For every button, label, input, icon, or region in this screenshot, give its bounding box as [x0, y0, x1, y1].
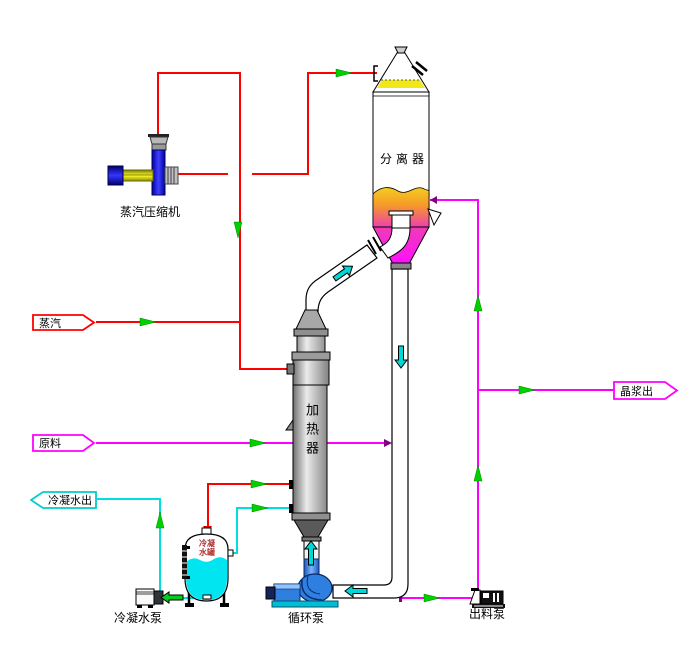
pipe-arrow-incline-icon [332, 265, 354, 282]
flow-arrow-tank-heater-red-icon [250, 479, 268, 489]
arrowhead-feed-entry-icon [384, 439, 392, 447]
stream-tag-feed-in: 原料 [32, 434, 96, 452]
feed-slurry-lines [96, 199, 614, 599]
flow-arrow-slurry-up2-icon [473, 464, 483, 482]
condensate-tank [182, 527, 234, 607]
flow-arrows [139, 68, 536, 603]
arrowhead-separator-return-icon [430, 196, 437, 204]
circulation-pump-label: 循环泵 [288, 611, 325, 625]
heater-vessel [285, 309, 331, 578]
vapor-riser-pipe [305, 236, 382, 313]
flow-arrow-steam-in-icon [139, 317, 157, 327]
heater-label: 加热器 [304, 403, 319, 460]
stream-tag-slurry-out: 晶浆出 [613, 381, 679, 400]
condensate-tank-label-line2: 水罐 [199, 548, 215, 557]
condensate-pump-label: 冷凝水泵 [114, 611, 163, 625]
stream-tag-condensate-out-label: 冷凝水出 [48, 495, 92, 507]
flow-arrow-steam-down-icon [233, 221, 243, 239]
condensate-tank-label: 冷凝 水罐 [194, 539, 220, 557]
flow-arrow-slurry-out-icon [518, 385, 536, 395]
flow-arrow-condensate-out-icon [155, 511, 165, 529]
separator-vessel [372, 46, 442, 270]
downcomer-pipe [332, 268, 409, 599]
stream-tag-condensate-out: 冷凝水出 [29, 491, 98, 509]
tee-tick [399, 594, 402, 602]
pipe-arrow-left-icon [344, 584, 368, 598]
pipe-arrow-tank-drain-icon [160, 591, 184, 604]
stream-tag-feed-in-label: 原料 [39, 438, 61, 450]
flow-arrow-slurry-up1-icon [473, 294, 483, 312]
stream-tag-steam-in: 蒸汽 [32, 314, 96, 331]
condensate-pump [135, 588, 164, 608]
pipe-arrow-up-icon [304, 540, 318, 566]
flow-arrow-to-separator-icon [335, 68, 353, 78]
compressor-label: 蒸汽压缩机 [120, 205, 181, 219]
flow-arrow-feed-icon [249, 438, 267, 448]
stream-tag-slurry-out-label: 晶浆出 [620, 385, 653, 398]
circulation-pump [265, 558, 339, 608]
discharge-pump [469, 588, 505, 608]
condensate-tank-label-line1: 冷凝 [199, 539, 215, 548]
steam-lines [96, 72, 377, 527]
pipe-arrow-down-icon [394, 345, 408, 369]
flow-arrow-tank-heater-cyan-icon [251, 503, 269, 513]
separator-label: 分离器 [379, 152, 428, 166]
discharge-pump-label: 出料泵 [469, 607, 506, 621]
flow-arrow-to-discharge-pump-icon [423, 593, 441, 603]
steam-compressor [107, 134, 179, 196]
pipe-flow-arrows [160, 265, 408, 604]
stream-tag-steam-in-label: 蒸汽 [39, 317, 61, 330]
